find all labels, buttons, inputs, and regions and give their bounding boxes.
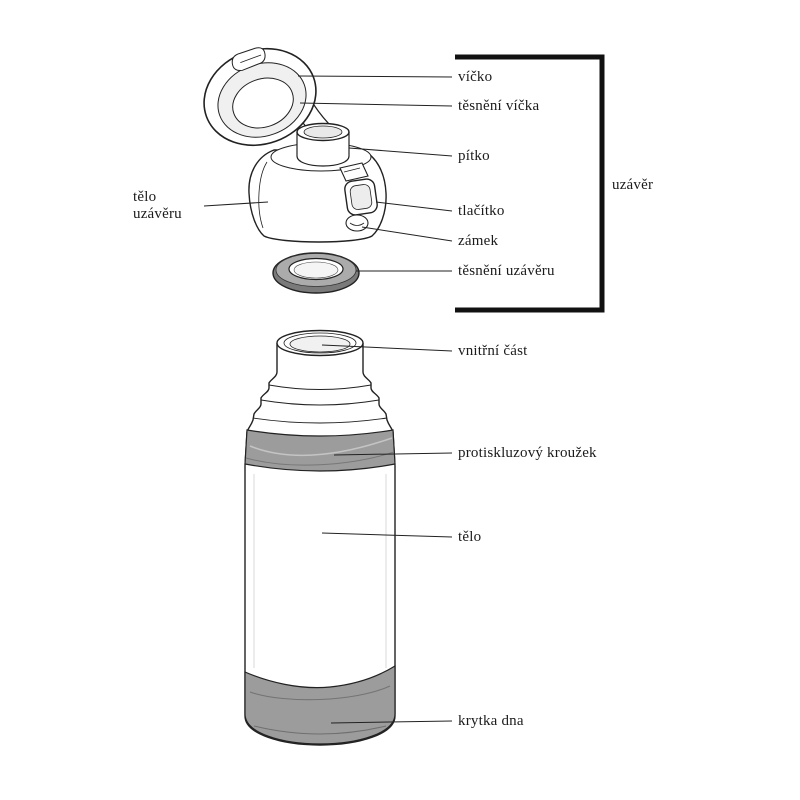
leader-protiskluzovy-krouzek bbox=[333, 452, 453, 456]
spout bbox=[296, 122, 350, 167]
leader-krytka-dna bbox=[330, 720, 453, 724]
leader-tesneni-vicka bbox=[299, 102, 453, 107]
inner-neck-opening bbox=[276, 329, 364, 357]
leader-lines bbox=[203, 75, 453, 724]
leader-pitko bbox=[348, 147, 453, 157]
label-vnitrni-cast: vnitřní část bbox=[458, 343, 528, 359]
lid-latch-tab bbox=[231, 47, 266, 72]
label-telo-uzaveru: tělo uzávěru bbox=[133, 189, 182, 222]
label-tesneni-vicka: těsnění víčka bbox=[458, 98, 540, 114]
label-telo: tělo bbox=[458, 529, 482, 545]
grip-band bbox=[244, 429, 396, 472]
lid-seal bbox=[232, 77, 294, 129]
label-protiskluzovy-krouzek: protiskluzový kroužek bbox=[458, 445, 597, 461]
leader-vicko bbox=[297, 75, 453, 78]
leader-vnitrni-cast bbox=[321, 344, 453, 352]
latch-loop bbox=[339, 162, 369, 182]
label-krytka-dna: krytka dna bbox=[458, 713, 524, 729]
leader-telo bbox=[321, 532, 453, 538]
bottom-cap bbox=[244, 664, 396, 745]
lid bbox=[203, 47, 317, 147]
label-pitko: pítko bbox=[458, 148, 490, 164]
cap-group-bracket bbox=[455, 54, 605, 313]
leader-telo-uzaveru bbox=[203, 201, 269, 207]
label-uzaver: uzávěr bbox=[612, 177, 654, 193]
cap-seal-ring bbox=[272, 252, 360, 294]
leader-zamek bbox=[361, 226, 453, 242]
label-zamek: zámek bbox=[458, 233, 499, 249]
button bbox=[344, 178, 378, 216]
label-vicko: víčko bbox=[458, 69, 493, 85]
label-tesneni-uzaveru: těsnění uzávěru bbox=[458, 263, 555, 279]
leader-tlacitko bbox=[375, 201, 453, 212]
lock bbox=[345, 214, 369, 232]
label-tlacitko: tlačítko bbox=[458, 203, 505, 219]
